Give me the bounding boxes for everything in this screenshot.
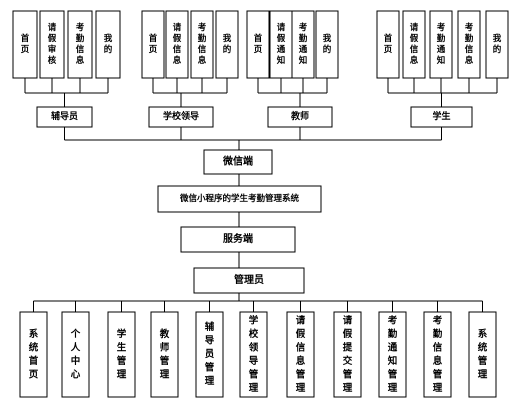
- feature-box: [423, 311, 452, 398]
- server-label: 服务端: [223, 232, 253, 245]
- server-box: [180, 226, 296, 253]
- feature-box: [468, 311, 497, 398]
- role-box: [410, 106, 473, 128]
- feature-label: 请假信息: [410, 22, 419, 66]
- role-label: 学生: [432, 110, 450, 122]
- feature-label: 个人中心: [70, 328, 81, 381]
- system-node: 微信小程序的学生考勤管理系统: [157, 185, 322, 213]
- feature-box: [141, 10, 165, 79]
- feature-label: 首页: [21, 33, 30, 55]
- feature-box: [195, 311, 224, 398]
- feature-box: [402, 10, 426, 79]
- feature-box: [39, 10, 65, 79]
- feature-label: 考勤通知: [437, 22, 446, 66]
- feature-box: [239, 311, 268, 398]
- feature-box: [457, 10, 481, 79]
- admin-node: 管理员: [193, 267, 305, 294]
- feature-box: [215, 10, 239, 79]
- feature-label: 首页: [254, 33, 263, 55]
- feature-label: 学校领导管理: [249, 314, 259, 394]
- role-group-teacher: 教师: [267, 106, 333, 128]
- feature-label: 请假提交管理: [343, 314, 353, 394]
- role-label: 辅导员: [51, 110, 78, 122]
- feature-box: [333, 311, 362, 398]
- role-label: 学校领导: [163, 110, 199, 122]
- role-group-counselor: 辅导员: [36, 106, 93, 128]
- role-box: [148, 106, 214, 128]
- feature-box: [429, 10, 453, 79]
- feature-label: 请假信息管理: [296, 314, 306, 394]
- feature-label: 我的: [493, 33, 502, 55]
- system-box: [157, 185, 322, 213]
- feature-label: 考勤信息: [198, 22, 207, 66]
- feature-box: [291, 10, 315, 79]
- role-label: 教师: [290, 110, 309, 122]
- admin-box: [193, 267, 305, 294]
- feature-box: [378, 311, 407, 398]
- feature-box: [246, 10, 270, 79]
- feature-box: [376, 10, 400, 79]
- system-label: 微信小程序的学生考勤管理系统: [179, 193, 300, 204]
- feature-box: [67, 10, 93, 79]
- feature-box: [190, 10, 214, 79]
- feature-label: 辅导员管理: [205, 321, 215, 387]
- client-node: 微信端: [203, 149, 273, 175]
- feature-label: 首页: [149, 33, 158, 55]
- feature-label: 系统首页: [29, 328, 39, 381]
- feature-label: 请假审核: [48, 22, 57, 66]
- feature-box: [95, 10, 121, 79]
- feature-label: 考勤通知: [299, 22, 308, 66]
- feature-label: 考勤信息: [465, 22, 474, 66]
- feature-box: [12, 10, 38, 79]
- feature-label: 教师管理: [159, 328, 170, 381]
- feature-box: [286, 311, 315, 398]
- feature-label: 系统管理: [478, 328, 488, 381]
- feature-label: 请假信息: [173, 22, 182, 66]
- feature-box: [315, 10, 339, 79]
- admin-label: 管理员: [234, 273, 264, 286]
- feature-label: 考勤信息管理: [433, 314, 443, 394]
- client-label: 微信端: [222, 155, 253, 168]
- feature-label: 我的: [323, 33, 332, 55]
- feature-box: [165, 10, 189, 79]
- feature-label: 学生管理: [117, 328, 127, 381]
- client-box: [203, 149, 273, 175]
- role-group-school-leader: 学校领导: [148, 106, 214, 128]
- server-node: 服务端: [180, 226, 296, 253]
- feature-box: [61, 311, 90, 398]
- feature-label: 我的: [104, 33, 113, 55]
- feature-label: 考勤信息: [76, 22, 85, 66]
- feature-box: [19, 311, 48, 398]
- role-feature-boxes: 首页请假审核考勤信息我的首页请假信息考勤信息我的首页请假通知考勤通知我的首页请假…: [12, 10, 509, 79]
- role-box: [36, 106, 93, 128]
- feature-label: 考勤通知管理: [387, 314, 398, 394]
- connector-lines: [24, 78, 498, 312]
- role-group-student: 学生: [410, 106, 473, 128]
- feature-box: [485, 10, 509, 79]
- role-box: [267, 106, 333, 128]
- feature-box: [150, 311, 179, 398]
- feature-label: 首页: [384, 33, 393, 55]
- feature-box: [107, 311, 136, 398]
- feature-label: 我的: [223, 33, 232, 55]
- admin-module-boxes: 系统首页 个人中心 学生管理 教师管理 辅导员管理 学校领导管理 请假信息管理 请假提交管理 考…: [19, 311, 497, 398]
- feature-label: 请假通知: [277, 22, 286, 66]
